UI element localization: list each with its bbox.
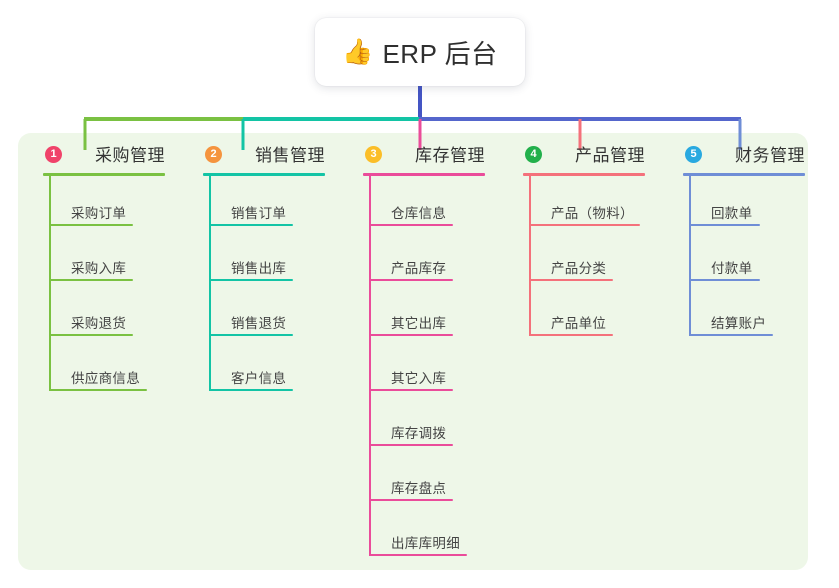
leaf-item-label: 产品分类 — [551, 261, 607, 276]
leaf-item-label: 出库库明细 — [391, 536, 460, 551]
leaf-item-label: 库存盘点 — [391, 481, 447, 496]
column-rule-5 — [683, 173, 805, 176]
column-title-4: 产品管理 — [575, 145, 645, 165]
leaf-item-label: 产品单位 — [551, 316, 607, 331]
leaf-item-rule — [49, 279, 133, 281]
root-node[interactable]: 👍 ERP 后台 — [315, 18, 525, 86]
column-badge-2: 2 — [205, 146, 222, 163]
column-spine-2 — [209, 176, 211, 391]
column-title-3: 库存管理 — [415, 145, 485, 165]
leaf-item-label: 销售退货 — [231, 316, 287, 331]
column-title-2: 销售管理 — [255, 145, 325, 165]
column-2: 2 销售管理销售订单销售出库销售退货客户信息 — [203, 133, 365, 391]
leaf-item-rule — [49, 389, 147, 391]
column-badge-3: 3 — [365, 146, 382, 163]
column-rule-4 — [523, 173, 645, 176]
column-spine-4 — [529, 176, 531, 336]
column-header-5[interactable]: 5 财务管理 — [685, 133, 839, 173]
leaf-item-rule — [209, 334, 293, 336]
leaf-item-label: 采购入库 — [71, 261, 127, 276]
leaf-item-rule — [369, 334, 453, 336]
column-rule-2 — [203, 173, 325, 176]
column-3: 3 库存管理仓库信息产品库存其它出库其它入库库存调拨库存盘点出库库明细 — [363, 133, 525, 556]
diagram-panel — [18, 133, 808, 570]
root-node-title: ERP 后台 — [382, 38, 498, 69]
leaf-item-rule — [689, 334, 773, 336]
column-rule-1 — [43, 173, 165, 176]
leaf-item-rule — [529, 224, 640, 226]
leaf-item-rule — [689, 224, 760, 226]
leaf-item-label: 采购订单 — [71, 206, 127, 221]
leaf-item-rule — [369, 554, 467, 556]
leaf-item-rule — [369, 279, 453, 281]
column-5: 5 财务管理回款单付款单结算账户 — [683, 133, 839, 336]
column-container: 1 采购管理采购订单采购入库采购退货供应商信息 2 销售管理销售订单销售出库销售退货客… — [18, 133, 808, 570]
leaf-item-label: 销售订单 — [231, 206, 287, 221]
column-4: 4 产品管理产品（物料） 产品分类产品单位 — [523, 133, 685, 336]
leaf-item-rule — [209, 279, 293, 281]
leaf-item-label: 仓库信息 — [391, 206, 447, 221]
leaf-item-label: 供应商信息 — [71, 371, 140, 386]
leaf-item-label: 其它入库 — [391, 371, 447, 386]
column-badge-5: 5 — [685, 146, 702, 163]
column-rule-3 — [363, 173, 485, 176]
leaf-item-label: 其它出库 — [391, 316, 447, 331]
column-header-3[interactable]: 3 库存管理 — [365, 133, 525, 173]
column-title-1: 采购管理 — [95, 145, 165, 165]
column-header-2[interactable]: 2 销售管理 — [205, 133, 365, 173]
leaf-item-rule — [49, 334, 133, 336]
root-node-content: 👍 ERP 后台 — [342, 34, 497, 71]
thumbs-up-icon: 👍 — [342, 37, 374, 66]
leaf-item-rule — [529, 334, 613, 336]
leaf-item-rule — [689, 279, 760, 281]
leaf-item-rule — [369, 389, 453, 391]
column-header-1[interactable]: 1 采购管理 — [45, 133, 205, 173]
leaf-item-label: 结算账户 — [711, 316, 767, 331]
leaf-item-rule — [49, 224, 133, 226]
leaf-item-label: 付款单 — [711, 261, 753, 276]
leaf-item-label: 采购退货 — [71, 316, 127, 331]
leaf-item-rule — [529, 279, 613, 281]
column-spine-1 — [49, 176, 51, 391]
column-title-5: 财务管理 — [735, 145, 805, 165]
column-spine-5 — [689, 176, 691, 336]
leaf-item-label: 库存调拨 — [391, 426, 447, 441]
leaf-item-label: 回款单 — [711, 206, 753, 221]
leaf-item-label: 产品（物料） — [551, 206, 634, 221]
leaf-item-rule — [209, 389, 293, 391]
column-badge-1: 1 — [45, 146, 62, 163]
column-1: 1 采购管理采购订单采购入库采购退货供应商信息 — [43, 133, 205, 391]
leaf-item-rule — [209, 224, 293, 226]
leaf-item-rule — [369, 499, 453, 501]
leaf-item-rule — [369, 444, 453, 446]
column-spine-3 — [369, 176, 371, 556]
leaf-item-label: 销售出库 — [231, 261, 287, 276]
column-header-4[interactable]: 4 产品管理 — [525, 133, 685, 173]
leaf-item-label: 客户信息 — [231, 371, 287, 386]
leaf-item-rule — [369, 224, 453, 226]
column-badge-4: 4 — [525, 146, 542, 163]
leaf-item-label: 产品库存 — [391, 261, 447, 276]
